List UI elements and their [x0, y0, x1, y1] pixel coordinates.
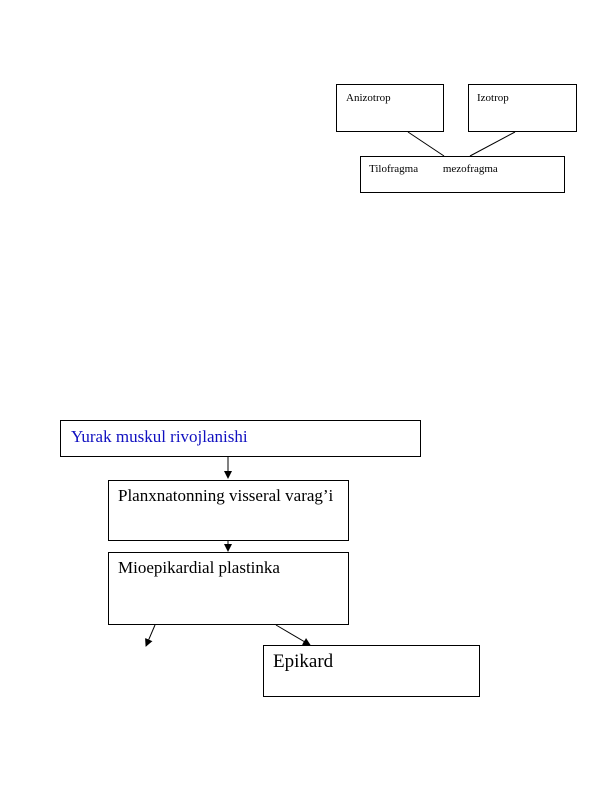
yurak-muskul-box: Yurak muskul rivojlanishi — [60, 420, 421, 457]
mezofragma-label: mezofragma — [442, 163, 498, 175]
anizotrop-box: Anizotrop — [336, 84, 444, 132]
mioepikardial-box: Mioepikardial plastinka — [108, 552, 349, 625]
planxnatonning-label: Planxnatonning visseral varag’i — [118, 486, 334, 505]
epikard-box: Epikard — [263, 645, 480, 697]
planxnatonning-box: Planxnatonning visseral varag’i — [108, 480, 349, 541]
tilofragma-mezofragma-box: Tilofragma mezofragma — [360, 156, 565, 193]
izotrop-connector — [469, 131, 516, 157]
yurak-muskul-title: Yurak muskul rivojlanishi — [71, 427, 248, 446]
anizotrop-connector — [407, 131, 445, 157]
mioepikardial-label: Mioepikardial plastinka — [118, 558, 280, 577]
anizotrop-label: Anizotrop — [346, 92, 391, 104]
izotrop-box: Izotrop — [468, 84, 577, 132]
arrow-mioepikardial-left — [145, 624, 156, 647]
epikard-label: Epikard — [273, 651, 334, 672]
izotrop-label: Izotrop — [477, 92, 509, 104]
tilofragma-label: Tilofragma — [369, 163, 419, 175]
arrow-mioepikardial-to-epikard — [275, 624, 311, 646]
